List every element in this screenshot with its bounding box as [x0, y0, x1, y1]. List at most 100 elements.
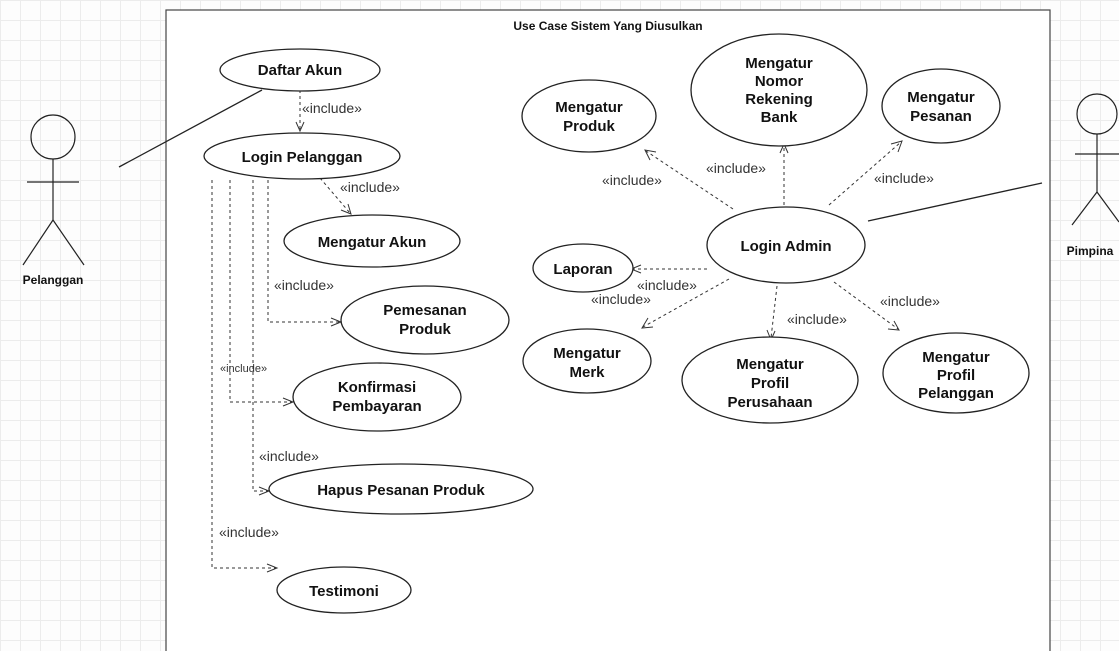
use-case-label: Login Pelanggan	[242, 149, 363, 166]
actor-pelanggan-label: Pelanggan	[23, 273, 84, 287]
use-case-label: Login Admin	[740, 238, 831, 255]
use-case-label: Daftar Akun	[258, 62, 342, 79]
actor-pelanggan-head	[30, 114, 76, 160]
svg-text:Testimoni: Testimoni	[309, 583, 379, 600]
include-login-pelanggan-testimoni	[211, 180, 279, 573]
use-case-label: Rekening	[745, 91, 813, 108]
use-case-mengatur-nomor-rekening-bank: Mengatur Nomor Rekening Bank	[690, 33, 868, 147]
use-case-daftar-akun: Daftar Akun	[219, 48, 381, 92]
include-label: «include»	[706, 160, 766, 176]
include-label: «include»	[302, 100, 362, 116]
svg-text:Konfirmasi: Konfirmasi	[338, 379, 416, 396]
use-case-pemesanan-produk: Pemesanan Produk	[340, 285, 510, 355]
svg-text:Hapus Pesanan Produk: Hapus Pesanan Produk	[317, 482, 485, 499]
actor-pimpinan: Pimpina	[1067, 93, 1119, 258]
actor-pelanggan-left-leg	[22, 219, 54, 266]
use-case-label: Mengatur	[555, 99, 623, 116]
actor-pimpinan-left-leg	[1071, 191, 1098, 226]
use-case-laporan: Laporan	[532, 243, 634, 293]
use-case-mengatur-profil-pelanggan: Mengatur Profil Pelanggan	[882, 332, 1030, 414]
include-login-admin-mengatur-profil-pelanggan	[833, 281, 900, 331]
use-case-login-admin: Login Admin	[706, 206, 866, 284]
svg-text:Profil: Profil	[751, 375, 789, 392]
svg-text:Produk: Produk	[563, 118, 615, 135]
svg-text:Mengatur: Mengatur	[745, 55, 813, 72]
use-case-label: Nomor	[755, 73, 803, 90]
use-case-mengatur-pesanan: Mengatur Pesanan	[881, 68, 1001, 144]
use-case-label: Pembayaran	[332, 398, 421, 415]
svg-text:Bank: Bank	[761, 109, 798, 126]
association-pelanggan-daftar-akun	[118, 89, 263, 168]
actor-pelanggan-right-leg	[52, 219, 85, 266]
svg-text:Mengatur: Mengatur	[922, 349, 990, 366]
svg-text:Produk: Produk	[399, 321, 451, 338]
use-case-konfirmasi-pembayaran: Konfirmasi Pembayaran	[292, 362, 462, 432]
use-case-label: Profil	[937, 367, 975, 384]
svg-text:Pembayaran: Pembayaran	[332, 398, 421, 415]
include-label: «include»	[637, 277, 697, 293]
svg-text:Mengatur Akun: Mengatur Akun	[318, 234, 427, 251]
use-case-label: Laporan	[553, 261, 612, 278]
use-case-label: Mengatur	[907, 89, 975, 106]
svg-text:Merk: Merk	[569, 364, 605, 381]
use-case-mengatur-merk: Mengatur Merk	[522, 328, 652, 394]
use-case-label: Mengatur	[745, 55, 813, 72]
svg-text:Laporan: Laporan	[553, 261, 612, 278]
include-label: «include»	[220, 363, 267, 375]
svg-text:Pesanan: Pesanan	[910, 108, 972, 125]
svg-text:Mengatur: Mengatur	[736, 356, 804, 373]
use-case-login-pelanggan: Login Pelanggan	[203, 132, 401, 180]
use-case-mengatur-profil-perusahaan: Mengatur Profil Perusahaan	[681, 336, 859, 424]
system-title: Use Case Sistem Yang Diusulkan	[513, 19, 702, 33]
svg-text:Mengatur: Mengatur	[555, 99, 623, 116]
include-login-admin-mengatur-produk	[644, 149, 734, 210]
include-login-admin-mengatur-merk	[641, 278, 730, 329]
use-case-label: Perusahaan	[727, 394, 812, 411]
svg-text:Login Admin: Login Admin	[740, 238, 831, 255]
include-label: «include»	[591, 291, 651, 307]
svg-text:Mengatur: Mengatur	[553, 345, 621, 362]
use-case-label: Mengatur	[922, 349, 990, 366]
use-case-label: Mengatur	[736, 356, 804, 373]
use-case-mengatur-akun: Mengatur Akun	[283, 214, 461, 268]
use-case-testimoni: Testimoni	[276, 566, 412, 614]
svg-text:Nomor: Nomor	[755, 73, 803, 90]
include-label: «include»	[874, 170, 934, 186]
actor-pimpinan-head	[1076, 93, 1118, 135]
association-pimpinan-login-admin	[867, 182, 1043, 222]
use-case-label: Pesanan	[910, 108, 972, 125]
include-label: «include»	[274, 277, 334, 293]
include-login-pelanggan-konfirmasi-pembayaran	[229, 180, 295, 407]
actor-pimpinan-right-leg	[1096, 191, 1119, 223]
include-label: «include»	[602, 172, 662, 188]
use-case-label: Profil	[751, 375, 789, 392]
use-case-label: Hapus Pesanan Produk	[317, 482, 485, 499]
use-case-label: Pelanggan	[918, 385, 994, 402]
svg-text:Mengatur: Mengatur	[907, 89, 975, 106]
svg-text:Pemesanan: Pemesanan	[383, 302, 466, 319]
include-label: «include»	[259, 448, 319, 464]
use-case-label: Pemesanan	[383, 302, 466, 319]
svg-text:Daftar Akun: Daftar Akun	[258, 62, 342, 79]
svg-text:Profil: Profil	[937, 367, 975, 384]
include-label: «include»	[219, 524, 279, 540]
use-case-label: Konfirmasi	[338, 379, 416, 396]
svg-text:Perusahaan: Perusahaan	[727, 394, 812, 411]
include-label: «include»	[787, 311, 847, 327]
svg-text:Rekening: Rekening	[745, 91, 813, 108]
include-label: «include»	[880, 293, 940, 309]
use-case-label: Produk	[563, 118, 615, 135]
use-case-label: Testimoni	[309, 583, 379, 600]
use-case-hapus-pesanan-produk: Hapus Pesanan Produk	[268, 463, 534, 515]
use-case-label: Mengatur	[553, 345, 621, 362]
svg-text:Login Pelanggan: Login Pelanggan	[242, 149, 363, 166]
use-case-label: Produk	[399, 321, 451, 338]
include-login-pelanggan-mengatur-akun	[319, 177, 352, 215]
use-case-label: Merk	[569, 364, 605, 381]
use-case-mengatur-produk: Mengatur Produk	[521, 79, 657, 153]
include-daftar-akun-login-pelanggan	[295, 90, 305, 133]
actor-pelanggan: Pelanggan	[22, 114, 85, 287]
actor-pimpinan-label: Pimpina	[1067, 244, 1114, 258]
include-label: «include»	[340, 179, 400, 195]
